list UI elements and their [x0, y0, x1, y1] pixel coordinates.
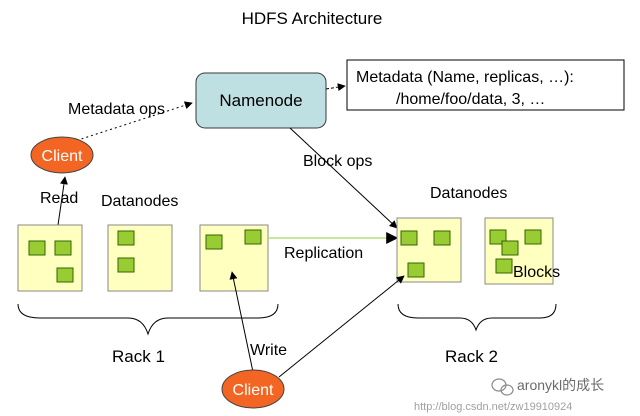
block: [501, 240, 519, 256]
read-label: Read: [40, 190, 78, 207]
block-ops-arrow: [289, 127, 398, 229]
replication-label: Replication: [284, 245, 363, 262]
watermark: aronykl的成长 http://blog.csdn.net/zw199109…: [414, 377, 604, 413]
client-bottom: [221, 369, 285, 409]
datanodes-left-label: Datanodes: [101, 193, 178, 210]
datanodes-right-label: Datanodes: [430, 185, 507, 202]
rack1-label: Rack 1: [112, 347, 165, 366]
metadata-box: [346, 59, 625, 111]
rack2-label: Rack 2: [445, 347, 498, 366]
block: [400, 230, 418, 246]
metadata-ops-arrow: [71, 101, 193, 143]
block: [524, 229, 542, 245]
rack2-datanode-1: [396, 217, 462, 283]
metadata-ops-label: Metadata ops: [68, 101, 165, 118]
rack1-brace: [17, 303, 279, 336]
client-bottom-label: Client: [233, 382, 274, 399]
block: [117, 230, 135, 246]
rack1-datanode-3: [199, 224, 269, 292]
block: [205, 234, 223, 250]
read-arrow: [57, 176, 68, 226]
block: [56, 267, 74, 283]
metadata-line-1: Metadata (Name, replicas, …):: [356, 69, 574, 86]
block: [495, 258, 513, 274]
block: [117, 257, 135, 273]
watermark-brand: aronykl的成长: [517, 377, 604, 393]
diagram-title: HDFS Architecture: [242, 9, 383, 28]
rack2-brace: [397, 303, 557, 332]
client-top: [30, 136, 94, 174]
block: [244, 229, 262, 245]
watermark-url: http://blog.csdn.net/zw19910924: [414, 401, 572, 413]
block: [54, 240, 72, 256]
namenode-label: Namenode: [219, 91, 302, 110]
namenode-metadata-arrow: [325, 83, 346, 92]
namenode-box: [195, 72, 327, 129]
rack1-datanode-2: [107, 224, 173, 292]
rack2-datanode-2: [484, 217, 554, 285]
write-label: Write: [250, 342, 287, 359]
block-ops-label: Block ops: [303, 153, 372, 170]
write-replica-arrow: [278, 275, 405, 378]
blocks-label: Blocks: [513, 264, 560, 281]
block: [28, 240, 46, 256]
block: [433, 230, 451, 246]
write-arrow: [229, 271, 254, 373]
metadata-line-2: /home/foo/data, 3, …: [396, 91, 545, 108]
wechat-icon: [491, 378, 514, 396]
rack1-datanode-1: [17, 224, 83, 292]
block: [407, 262, 425, 278]
client-top-label: Client: [42, 148, 83, 165]
